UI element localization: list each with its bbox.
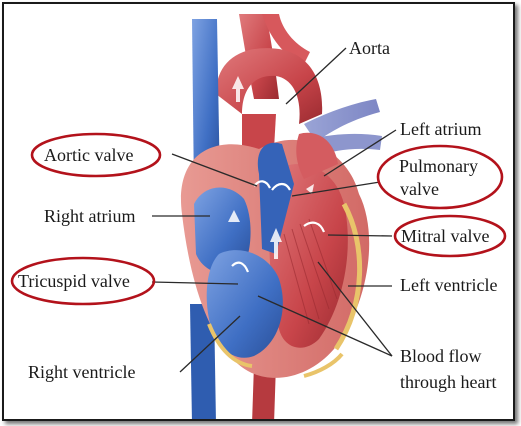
coronary-fat-apex [303, 352, 344, 378]
label-pulmonary-valve-line1: Pulmonary [399, 156, 478, 176]
label-pulmonary-valve-line2: valve [400, 179, 439, 199]
aortic-valve-highlight [30, 132, 162, 178]
label-aortic-valve: Aortic valve [44, 145, 133, 165]
label-tricuspid-valve: Tricuspid valve [18, 271, 130, 291]
label-left-ventricle: Left ventricle [400, 275, 497, 295]
diagram-frame: Aorta Left atrium Aortic valve Pulmonary… [2, 2, 515, 421]
label-left-atrium: Left atrium [400, 119, 481, 139]
label-right-ventricle: Right ventricle [28, 362, 135, 382]
pulmonary-valve-highlight [376, 144, 504, 210]
flow-arrows [228, 76, 314, 259]
label-mitral-valve: Mitral valve [401, 226, 489, 246]
descending-aorta [252, 364, 276, 419]
right-ventricle-chamber [206, 250, 283, 358]
septum-muscle [283, 218, 338, 325]
coronary-fat-right [333, 202, 363, 351]
label-right-atrium: Right atrium [44, 206, 136, 226]
left-ventricle-chamber [268, 164, 348, 348]
tricuspid-valve-highlight [10, 256, 156, 306]
heart-diagram: Aorta Left atrium Aortic valve Pulmonary… [10, 14, 507, 419]
pulmonary-trunk [257, 142, 294, 254]
mitral-valve-highlight [393, 214, 507, 258]
coronary-fat-left [207, 323, 253, 368]
inferior-vena-cava [190, 304, 216, 419]
leader-lines [151, 47, 397, 373]
label-aorta: Aorta [349, 38, 390, 58]
left-atrium-chamber [296, 132, 338, 179]
label-blood-flow-line1: Blood flow [400, 346, 482, 366]
label-blood-flow-line2: through heart [400, 372, 496, 392]
valve-flaps [231, 180, 326, 273]
